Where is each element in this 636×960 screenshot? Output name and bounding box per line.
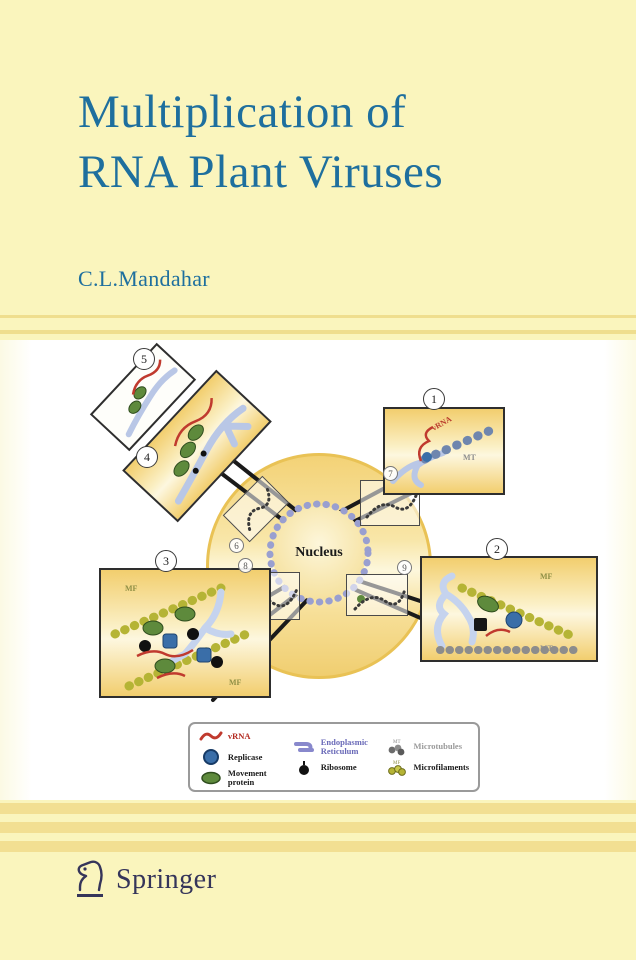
bottom-stripe-1 <box>0 803 636 814</box>
diagram-panel: Nucleus 6 7 8 9 5 <box>0 340 636 800</box>
stage-box-4 <box>122 369 272 523</box>
separator-line-bottom <box>0 330 636 334</box>
stage-box-2: MF MT <box>420 556 598 662</box>
legend-item-microfilaments: MF Microfilaments <box>385 759 469 777</box>
publisher-name: Springer <box>116 864 217 895</box>
mt-label-box1: MT <box>463 453 476 462</box>
title-line-2: RNA Plant Viruses <box>78 146 444 198</box>
legend-item-replicase: Replicase <box>199 748 290 766</box>
legend-item-vrna: vRNA <box>199 727 290 745</box>
step-number-7: 7 <box>383 466 398 481</box>
step-number-3: 3 <box>155 550 177 572</box>
bottom-stripe-3 <box>0 841 636 852</box>
mt-label-box2: MT <box>540 644 553 653</box>
stage-box-3: MF MF <box>99 568 271 698</box>
springer-knight-icon <box>77 860 103 897</box>
legend-item-movement-protein: Movement protein <box>199 769 290 787</box>
book-title: Multiplication of RNA Plant Viruses <box>78 82 578 202</box>
step-number-6: 6 <box>229 538 244 553</box>
step-number-4: 4 <box>136 446 158 468</box>
stage-box-5 <box>89 342 197 452</box>
nucleus-label: Nucleus <box>295 545 343 560</box>
endoplasmic-reticulum-icon <box>293 741 314 752</box>
legend-item-er: Endoplasmic Reticulum <box>292 737 383 756</box>
legend-column-2: Endoplasmic Reticulum Ribosome <box>292 737 383 777</box>
mf-label-box3-bottom: MF <box>229 678 242 687</box>
mf-label-box3-top: MF <box>125 584 138 593</box>
publisher-logo: Springer <box>72 857 216 903</box>
author-name: C.L.Mandahar <box>78 266 210 291</box>
step-number-8: 8 <box>238 558 253 573</box>
svg-text:MF: MF <box>393 761 400 766</box>
bottom-stripe-2 <box>0 822 636 833</box>
microtubules-icon: MT <box>388 740 404 755</box>
stage-box-1: vRNA MT <box>383 407 505 495</box>
inner-box-6 <box>222 475 290 543</box>
legend-item-ribosome: Ribosome <box>292 759 383 777</box>
legend-column-1: vRNA Replicase Movement protein <box>199 727 290 787</box>
svg-text:MT: MT <box>393 740 401 745</box>
step-number-9: 9 <box>397 560 412 575</box>
nuclear-membrane-icon <box>266 500 372 606</box>
ribosome-icon <box>298 760 309 775</box>
step-number-5: 5 <box>133 348 155 370</box>
inner-box-9 <box>346 574 408 616</box>
microfilaments-icon: MF <box>387 761 406 776</box>
step-number-1: 1 <box>423 388 445 410</box>
mf-label-box2: MF <box>540 572 553 581</box>
movement-protein-icon <box>201 771 221 785</box>
vrna-squiggle-icon <box>199 731 223 741</box>
legend-item-microtubules: MT Microtubules <box>385 738 470 756</box>
step-number-2: 2 <box>486 538 508 560</box>
title-line-1: Multiplication of <box>78 86 407 138</box>
legend-box: vRNA Replicase Movement protein <box>188 722 480 792</box>
replicase-icon <box>202 749 219 765</box>
separator-line-top <box>0 315 636 318</box>
legend-column-3: MT Microtubules MF Microfilaments <box>385 738 470 777</box>
